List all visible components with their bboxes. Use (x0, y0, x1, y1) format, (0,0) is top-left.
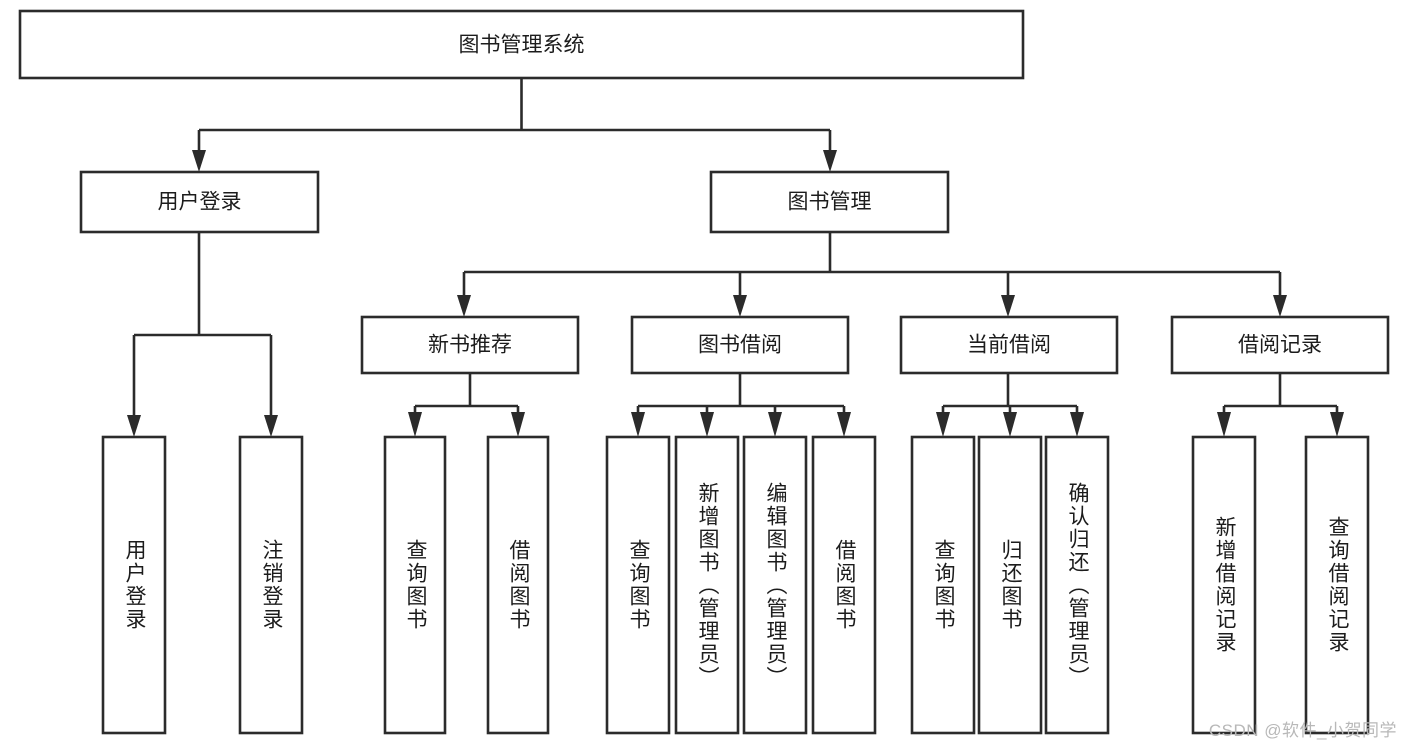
arrowhead-leaf-user-logout (264, 415, 278, 437)
node-leaf-return-book-box[interactable] (977, 435, 1043, 735)
arrowhead-leaf-borrow-book-2 (837, 412, 851, 437)
arrowhead-leaf-user-login (127, 415, 141, 437)
node-leaf-user-logout-label: 注销登录 (260, 539, 284, 631)
arrowhead-leaf-query-record (1330, 412, 1344, 437)
arrowhead-leaf-return-book (1003, 412, 1017, 437)
arrowhead-leaf-add-book (700, 412, 714, 437)
arrowhead-leaf-confirm-return (1070, 412, 1084, 437)
node-book-borrow-box[interactable] (630, 315, 850, 375)
node-leaf-borrow-book-1-box[interactable] (486, 435, 550, 735)
arrowhead-leaf-query-book-1 (408, 412, 422, 437)
node-leaf-query-record-box[interactable] (1304, 435, 1370, 735)
node-book-manage-box[interactable] (709, 170, 950, 234)
node-leaf-borrow-book-2-box[interactable] (811, 435, 877, 735)
arrowhead-leaf-add-record (1217, 412, 1231, 437)
node-leaf-edit-book-label: 编辑图书（管理员） (764, 481, 788, 689)
node-current-borrow-box[interactable] (899, 315, 1119, 375)
node-borrow-record-box[interactable] (1170, 315, 1390, 375)
node-leaf-query-book-1-box[interactable] (383, 435, 447, 735)
arrowhead-leaf-query-book-2 (631, 412, 645, 437)
node-user-login-label: 用户登录 (158, 191, 242, 214)
arrowhead-current-borrow (1001, 295, 1015, 317)
node-leaf-query-book-2-label: 查询图书 (627, 539, 651, 631)
node-leaf-borrow-book-1-label: 借阅图书 (507, 539, 531, 631)
node-leaf-user-login-box[interactable] (101, 435, 167, 735)
arrowhead-book-borrow (733, 295, 747, 317)
node-leaf-query-book-1-label: 查询图书 (404, 539, 428, 631)
node-leaf-borrow-book-2-label: 借阅图书 (833, 539, 857, 631)
node-root-box[interactable] (18, 9, 1025, 80)
connector-group (127, 78, 1344, 437)
arrowhead-user-login (192, 150, 206, 172)
node-borrow-record-label: 借阅记录 (1238, 334, 1322, 357)
node-root[interactable]: 图书管理系统 (18, 9, 1025, 80)
arrowhead-leaf-query-book-3 (936, 412, 950, 437)
node-leaf-query-record-label: 查询借阅记录 (1326, 516, 1350, 654)
node-leaf-return-book-label: 归还图书 (999, 539, 1023, 631)
node-leaf-query-book-3-label: 查询图书 (932, 539, 956, 631)
node-leaf-add-book-label: 新增图书（管理员） (696, 481, 720, 689)
arrowhead-book-manage (823, 150, 837, 172)
leaf-box-group (101, 435, 1370, 735)
node-root-label: 图书管理系统 (459, 34, 585, 57)
node-leaf-user-logout-box[interactable] (238, 435, 304, 735)
node-user-login[interactable]: 用户登录 (79, 170, 320, 234)
node-new-book-rec-box[interactable] (360, 315, 580, 375)
arrowhead-new-book-rec (457, 295, 471, 317)
node-book-borrow[interactable]: 图书借阅 (630, 315, 850, 375)
node-book-borrow-label: 图书借阅 (698, 334, 782, 357)
node-leaf-user-login-label: 用户登录 (123, 539, 147, 631)
arrowhead-leaf-borrow-book-1 (511, 412, 525, 437)
node-leaf-edit-book-box[interactable] (742, 435, 808, 735)
node-leaf-query-book-3-box[interactable] (910, 435, 976, 735)
node-leaf-add-book-box[interactable] (674, 435, 740, 735)
node-new-book-rec-label: 新书推荐 (428, 334, 512, 357)
node-leaf-confirm-return-label: 确认归还（管理员） (1066, 481, 1090, 689)
node-leaf-confirm-return-box[interactable] (1044, 435, 1110, 735)
node-current-borrow-label: 当前借阅 (967, 334, 1051, 357)
node-borrow-record[interactable]: 借阅记录 (1170, 315, 1390, 375)
node-book-manage[interactable]: 图书管理 (709, 170, 950, 234)
node-user-login-box[interactable] (79, 170, 320, 234)
node-leaf-add-record-box[interactable] (1191, 435, 1257, 735)
watermark-text: CSDN @软件_小贺同学 (1208, 721, 1397, 740)
node-leaf-add-record-label: 新增借阅记录 (1213, 516, 1237, 654)
node-current-borrow[interactable]: 当前借阅 (899, 315, 1119, 375)
node-book-manage-label: 图书管理 (788, 191, 872, 214)
node-leaf-query-book-2-box[interactable] (605, 435, 671, 735)
arrowhead-leaf-edit-book (768, 412, 782, 437)
node-new-book-rec[interactable]: 新书推荐 (360, 315, 580, 375)
arrowhead-borrow-record (1273, 295, 1287, 317)
